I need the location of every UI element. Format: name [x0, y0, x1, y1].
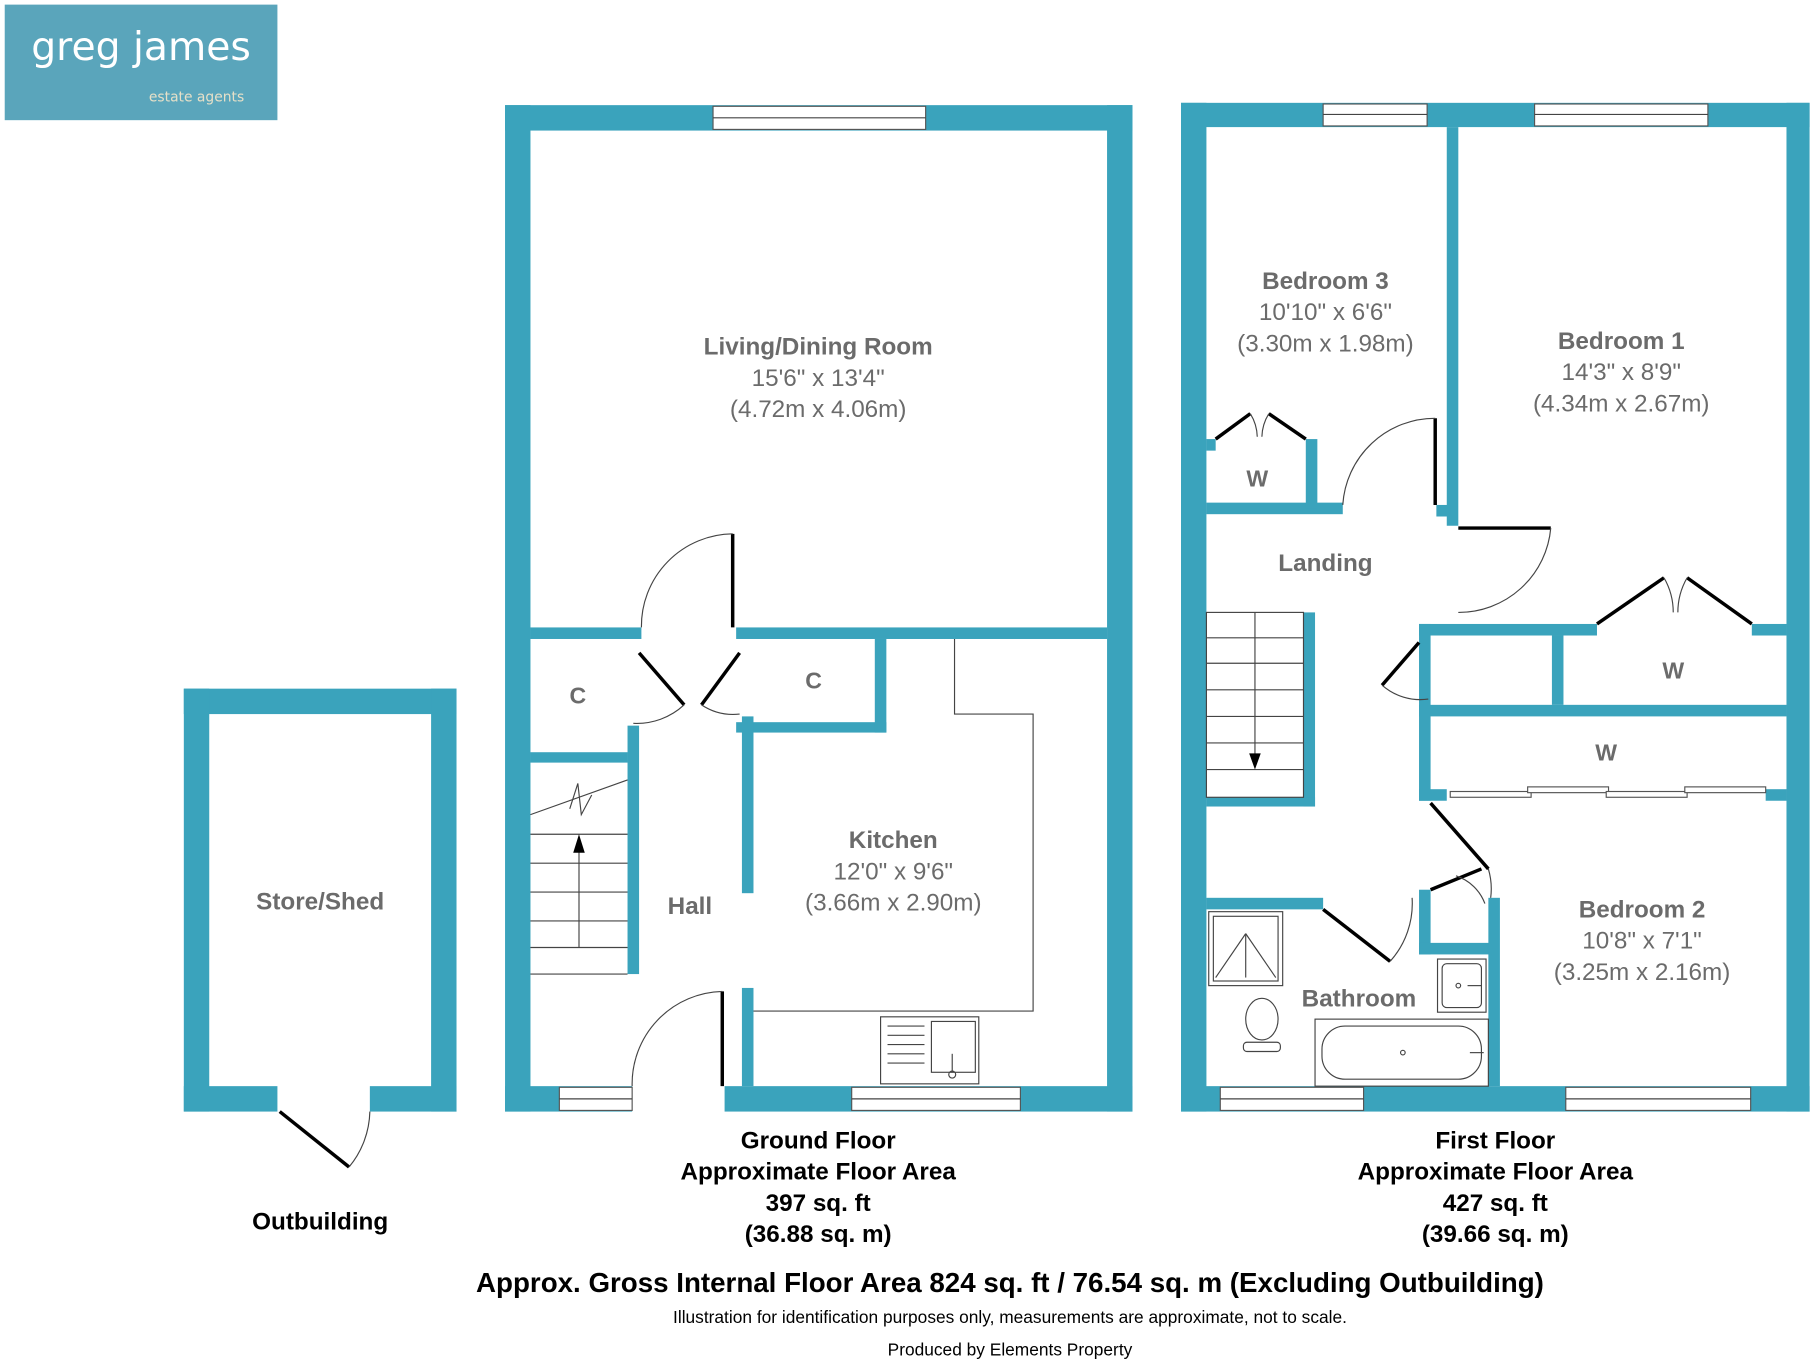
- room-living-dining: Living/Dining Room: [704, 334, 933, 361]
- total-floor-area: Approx. Gross Internal Floor Area 824 sq…: [476, 1267, 1544, 1298]
- sink-icon: [880, 1016, 980, 1085]
- caption-line: 397 sq. ft: [766, 1190, 871, 1217]
- caption-line: (36.88 sq. m): [745, 1221, 892, 1248]
- room-bedroom-2-imperial: 10'8" x 7'1": [1582, 928, 1702, 955]
- room-cupboard-left: C: [569, 683, 586, 709]
- room-wardrobe-bed1: W: [1662, 657, 1684, 683]
- room-kitchen-imperial: 12'0" x 9'6": [834, 858, 954, 885]
- room-wardrobe-bed2: W: [1595, 739, 1617, 765]
- footer: Approx. Gross Internal Floor Area 824 sq…: [476, 1267, 1544, 1360]
- room-living-dining-imperial: 15'6" x 13'4": [752, 365, 885, 392]
- room-bedroom-3: Bedroom 3: [1262, 268, 1389, 295]
- room-bedroom-3-imperial: 10'10" x 6'6": [1259, 299, 1392, 326]
- room-bedroom-1-metric: (4.34m x 2.67m): [1533, 390, 1710, 417]
- room-bedroom-1: Bedroom 1: [1558, 328, 1685, 355]
- room-living-dining-metric: (4.72m x 4.06m): [730, 396, 907, 423]
- first-floor-plan: Bedroom 3 10'10" x 6'6" (3.30m x 1.98m) …: [1181, 102, 1810, 1249]
- room-wardrobe-bed3: W: [1246, 465, 1268, 491]
- caption-line: Approximate Floor Area: [1358, 1159, 1634, 1186]
- caption-line: Approximate Floor Area: [681, 1159, 957, 1186]
- bath-icon: [1314, 1018, 1489, 1087]
- room-bedroom-3-metric: (3.30m x 1.98m): [1237, 330, 1414, 357]
- room-landing: Landing: [1278, 550, 1372, 577]
- room-store-shed: Store/Shed: [256, 888, 384, 915]
- room-hall: Hall: [668, 893, 712, 920]
- room-bedroom-1-imperial: 14'3" x 8'9": [1561, 359, 1681, 386]
- ground-floor-plan: Living/Dining Room 15'6" x 13'4" (4.72m …: [505, 105, 1133, 1249]
- brand-name: greg james: [31, 25, 251, 70]
- caption-line: First Floor: [1435, 1128, 1555, 1155]
- disclaimer: Illustration for identification purposes…: [673, 1307, 1347, 1327]
- room-kitchen: Kitchen: [849, 827, 938, 854]
- caption-line: 427 sq. ft: [1443, 1190, 1548, 1217]
- brand-logo: greg james estate agents: [4, 4, 278, 121]
- room-kitchen-metric: (3.66m x 2.90m): [805, 890, 982, 917]
- brand-tagline: estate agents: [149, 90, 244, 106]
- caption-line: Ground Floor: [741, 1128, 896, 1155]
- first-floor-caption: First Floor Approximate Floor Area 427 s…: [1358, 1128, 1634, 1249]
- room-bedroom-2: Bedroom 2: [1579, 896, 1706, 923]
- basin-icon: [1436, 958, 1487, 1013]
- producer-credit: Produced by Elements Property: [888, 1339, 1133, 1359]
- outbuilding-caption: Outbuilding: [252, 1208, 388, 1235]
- room-bedroom-2-metric: (3.25m x 2.16m): [1554, 959, 1731, 986]
- room-cupboard-right: C: [805, 668, 822, 694]
- caption-line: (39.66 sq. m): [1422, 1221, 1569, 1248]
- ground-floor-caption: Ground Floor Approximate Floor Area 397 …: [681, 1128, 957, 1249]
- room-bathroom: Bathroom: [1302, 985, 1417, 1012]
- first-stairs: [1205, 611, 1305, 798]
- toilet-icon: [1242, 997, 1281, 1053]
- outbuilding-plan: Store/Shed Outbuilding: [183, 688, 457, 1235]
- shower-icon: [1208, 911, 1284, 987]
- ground-stairs: [530, 779, 628, 975]
